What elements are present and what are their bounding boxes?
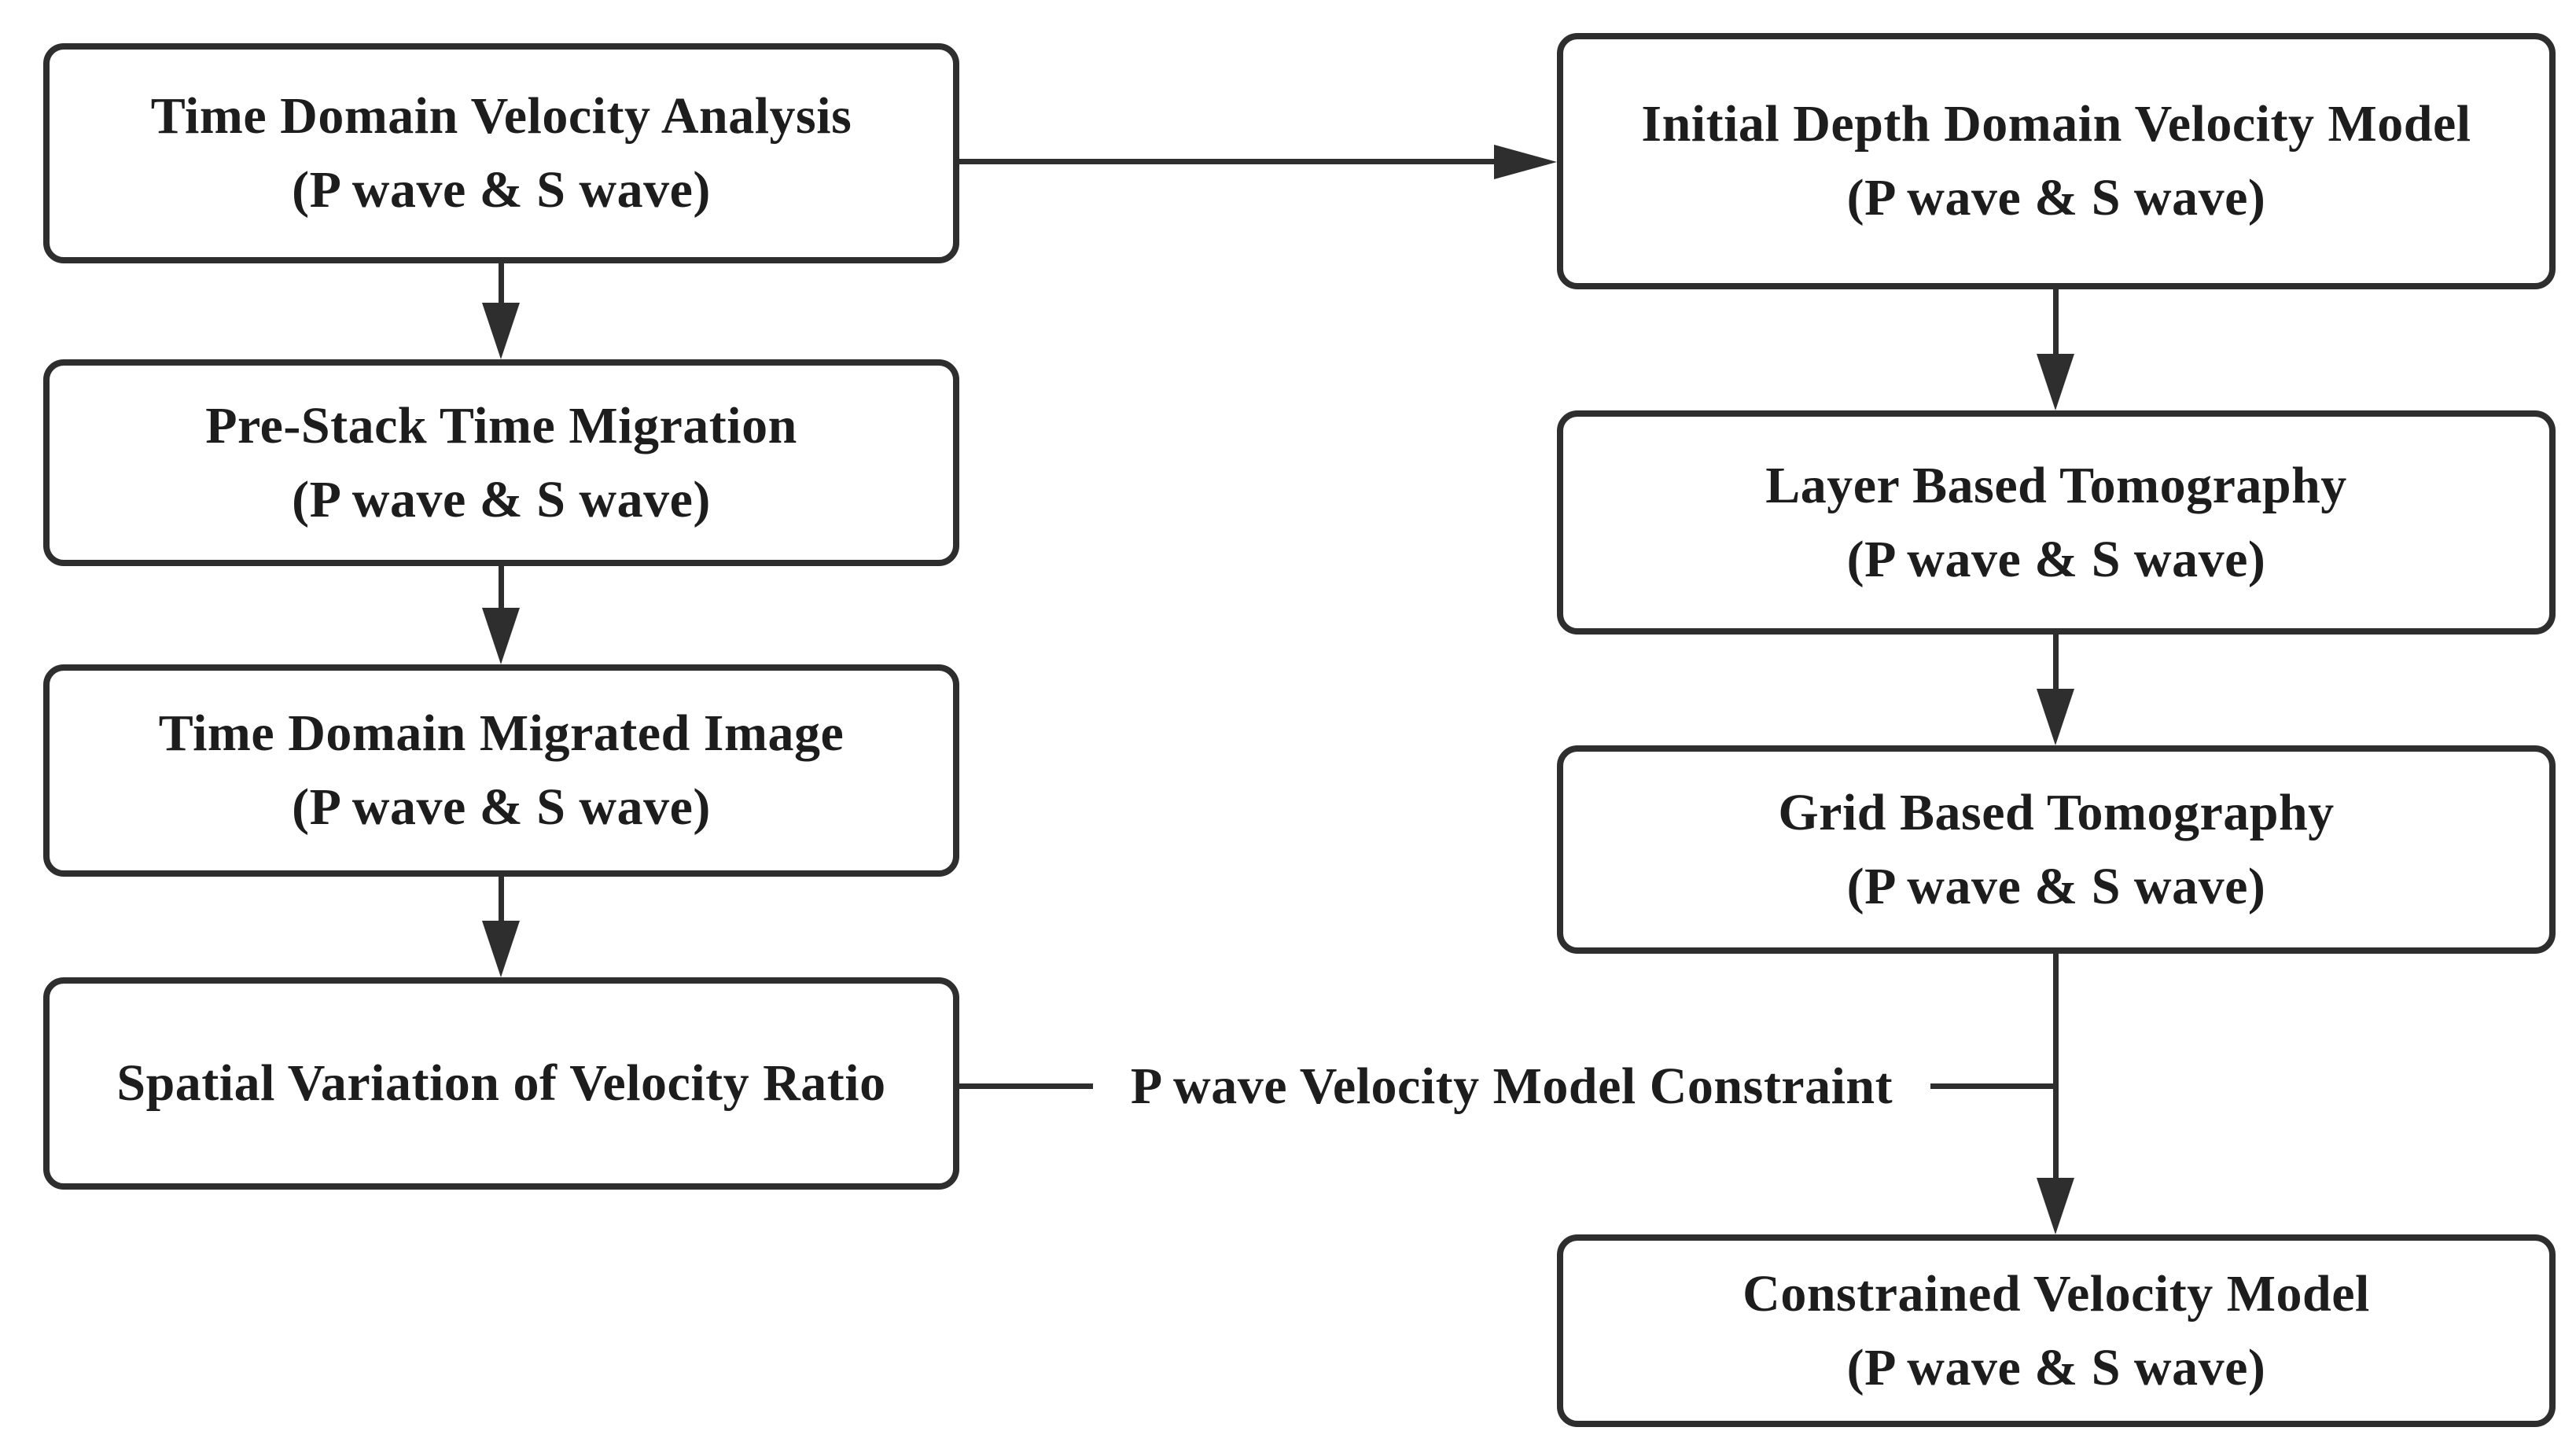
connector-line-l2-l3 <box>499 565 504 609</box>
connector-line-r2-r3 <box>2053 633 2059 690</box>
box-title: Layer Based Tomography <box>1765 456 2347 514</box>
connector-label: P wave Velocity Model Constraint <box>1130 1058 1893 1115</box>
arrowhead-down-icon <box>2037 689 2074 745</box>
arrowhead-down-icon <box>482 921 520 977</box>
box-subtitle: (P wave & S wave) <box>292 470 711 528</box>
box-title: Time Domain Velocity Analysis <box>150 87 852 145</box>
connector-line-constraint-left <box>955 1083 1093 1089</box>
connector-line-constraint-right <box>1930 1083 2059 1089</box>
box-time-domain-migrated-image: Time Domain Migrated Image (P wave & S w… <box>43 664 959 877</box>
box-initial-depth-domain-velocity-model: Initial Depth Domain Velocity Model (P w… <box>1557 33 2556 289</box>
box-layer-based-tomography: Layer Based Tomography (P wave & S wave) <box>1557 410 2556 635</box>
box-title: Grid Based Tomography <box>1778 783 2335 841</box>
box-title: Spatial Variation of Velocity Ratio <box>116 1054 886 1113</box>
box-title: Constrained Velocity Model <box>1742 1264 2370 1322</box>
box-subtitle: (P wave & S wave) <box>292 161 711 219</box>
arrowhead-right-icon <box>1494 145 1557 179</box>
arrowhead-down-icon <box>2037 1178 2074 1234</box>
box-spatial-variation-of-velocity-ratio: Spatial Variation of Velocity Ratio <box>43 977 959 1190</box>
box-subtitle: (P wave & S wave) <box>1846 530 2266 588</box>
box-grid-based-tomography: Grid Based Tomography (P wave & S wave) <box>1557 745 2556 954</box>
arrowhead-down-icon <box>482 303 520 359</box>
box-title: Initial Depth Domain Velocity Model <box>1641 95 2471 153</box>
connector-line-r3-r4 <box>2053 952 2059 1179</box>
box-subtitle: (P wave & S wave) <box>1846 1338 2266 1396</box>
connector-line-l3-l4 <box>499 875 504 922</box>
connector-line-top <box>955 159 1496 164</box>
box-subtitle: (P wave & S wave) <box>292 778 711 836</box>
box-title: Pre-Stack Time Migration <box>205 396 797 454</box>
connector-line-r1-r2 <box>2053 288 2059 355</box>
arrowhead-down-icon <box>2037 354 2074 410</box>
connector-line-l1-l2 <box>499 262 504 307</box>
box-subtitle: (P wave & S wave) <box>1846 169 2266 226</box>
box-constrained-velocity-model: Constrained Velocity Model (P wave & S w… <box>1557 1234 2556 1427</box>
box-pre-stack-time-migration: Pre-Stack Time Migration (P wave & S wav… <box>43 359 959 566</box>
box-subtitle: (P wave & S wave) <box>1846 857 2266 915</box>
arrowhead-down-icon <box>482 608 520 664</box>
box-title: Time Domain Migrated Image <box>158 704 845 763</box>
box-time-domain-velocity-analysis: Time Domain Velocity Analysis (P wave & … <box>43 43 959 263</box>
